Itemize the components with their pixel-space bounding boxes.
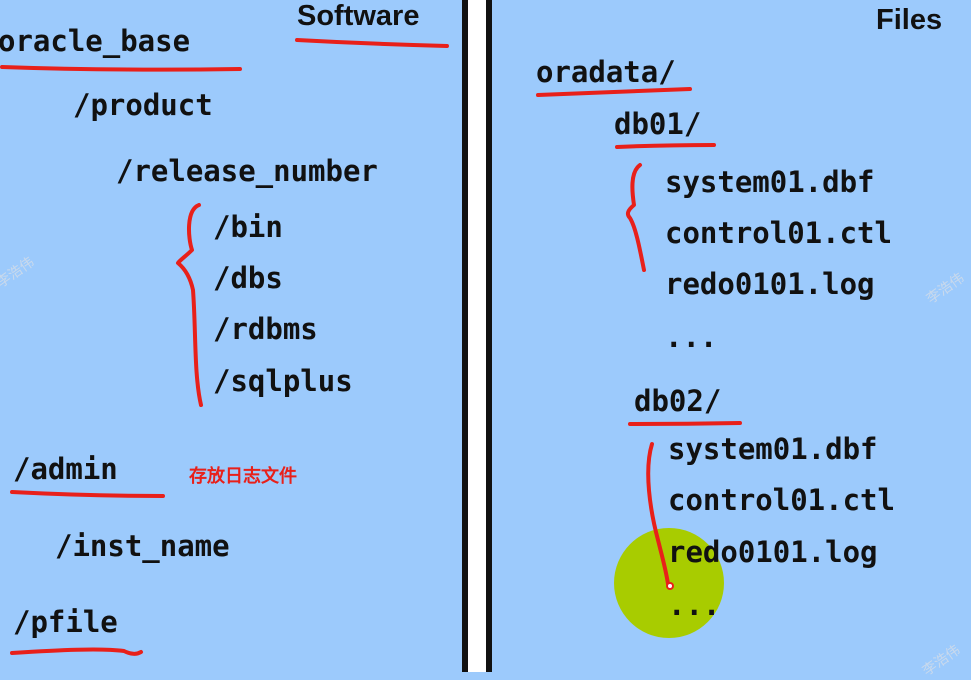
files-panel <box>492 0 971 672</box>
admin-dir: /admin <box>13 452 118 486</box>
panel-gap <box>468 0 486 672</box>
panel-divider-right <box>486 0 492 672</box>
db01-control-file: control01.ctl <box>665 216 892 250</box>
db02-ellipsis: ... <box>668 588 721 622</box>
oradata-dir: oradata/ <box>536 55 676 89</box>
dbs-dir: /dbs <box>213 261 283 295</box>
admin-note: 存放日志文件 <box>189 466 297 487</box>
rdbms-dir: /rdbms <box>213 312 318 346</box>
db02-control-file: control01.ctl <box>668 483 895 517</box>
software-title: Software <box>297 0 420 32</box>
software-panel <box>0 0 462 672</box>
pfile-dir: /pfile <box>13 605 118 639</box>
oracle-base-dir: oracle_base <box>0 24 191 58</box>
db02-dir: db02/ <box>634 384 722 418</box>
release-number-dir: /release_number <box>116 154 378 188</box>
bin-dir: /bin <box>213 210 283 244</box>
db02-redo-file: redo0101.log <box>668 535 878 569</box>
inst-name-dir: /inst_name <box>55 529 230 563</box>
files-title: Files <box>876 4 943 36</box>
product-dir: /product <box>73 88 213 122</box>
db02-system-file: system01.dbf <box>668 432 878 466</box>
db01-ellipsis: ... <box>665 320 718 354</box>
db01-dir: db01/ <box>614 107 702 141</box>
db01-redo-file: redo0101.log <box>665 267 875 301</box>
panel-divider-left <box>462 0 468 672</box>
db01-system-file: system01.dbf <box>665 165 875 199</box>
sqlplus-dir: /sqlplus <box>213 364 353 398</box>
